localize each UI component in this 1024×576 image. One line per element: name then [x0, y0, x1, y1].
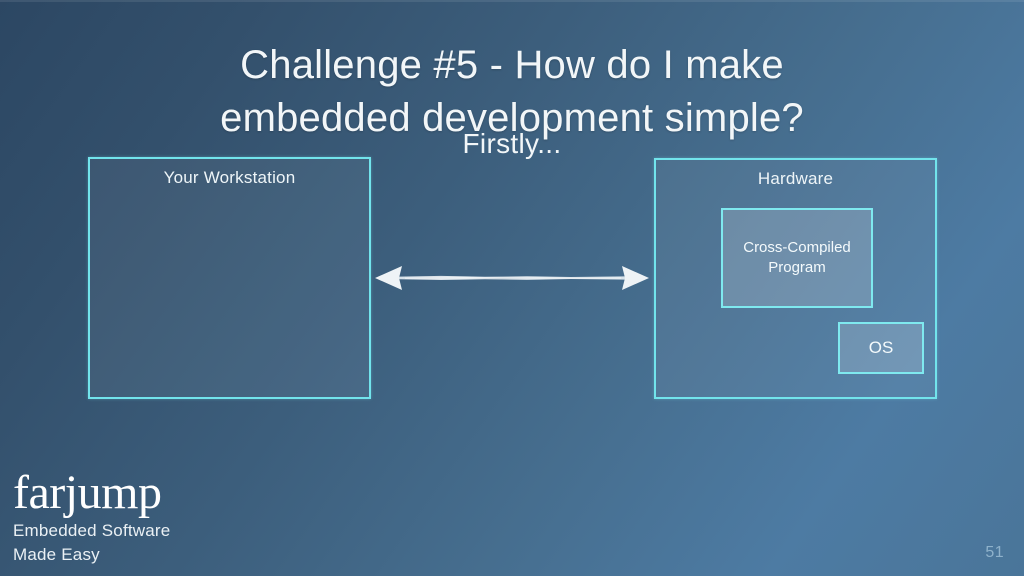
- cross-compiled-program-box: Cross-Compiled Program: [721, 208, 873, 308]
- os-box: OS: [838, 322, 924, 374]
- workstation-box-label: Your Workstation: [163, 168, 296, 187]
- brand-tagline-line-1: Embedded Software: [13, 520, 171, 540]
- cross-compiled-program-label-line-2: Program: [768, 259, 826, 276]
- cross-compiled-program-label: Cross-Compiled Program: [743, 238, 851, 278]
- page-title: Challenge #5 - How do I make embedded de…: [0, 39, 1024, 145]
- workstation-box: Your Workstation: [88, 157, 371, 399]
- brand-tagline-line-2: Made Easy: [13, 544, 100, 564]
- cross-compiled-program-label-line-1: Cross-Compiled: [743, 239, 851, 257]
- brand-wordmark: farjump: [13, 465, 162, 519]
- page-subtitle: Firstly...: [462, 128, 562, 159]
- hardware-box-label: Hardware: [757, 169, 834, 188]
- os-box-label: OS: [868, 337, 894, 357]
- double-headed-arrow-icon: [375, 262, 649, 294]
- hardware-box: Hardware Cross-Compiled Program OS: [654, 158, 937, 399]
- page-number: 51: [985, 544, 1004, 561]
- page-title-line-1: Challenge #5 - How do I make: [240, 42, 784, 87]
- page-title-line-2: embedded development simple?: [220, 95, 804, 140]
- brand-logo: farjump Embedded Software Made Easy: [13, 465, 171, 566]
